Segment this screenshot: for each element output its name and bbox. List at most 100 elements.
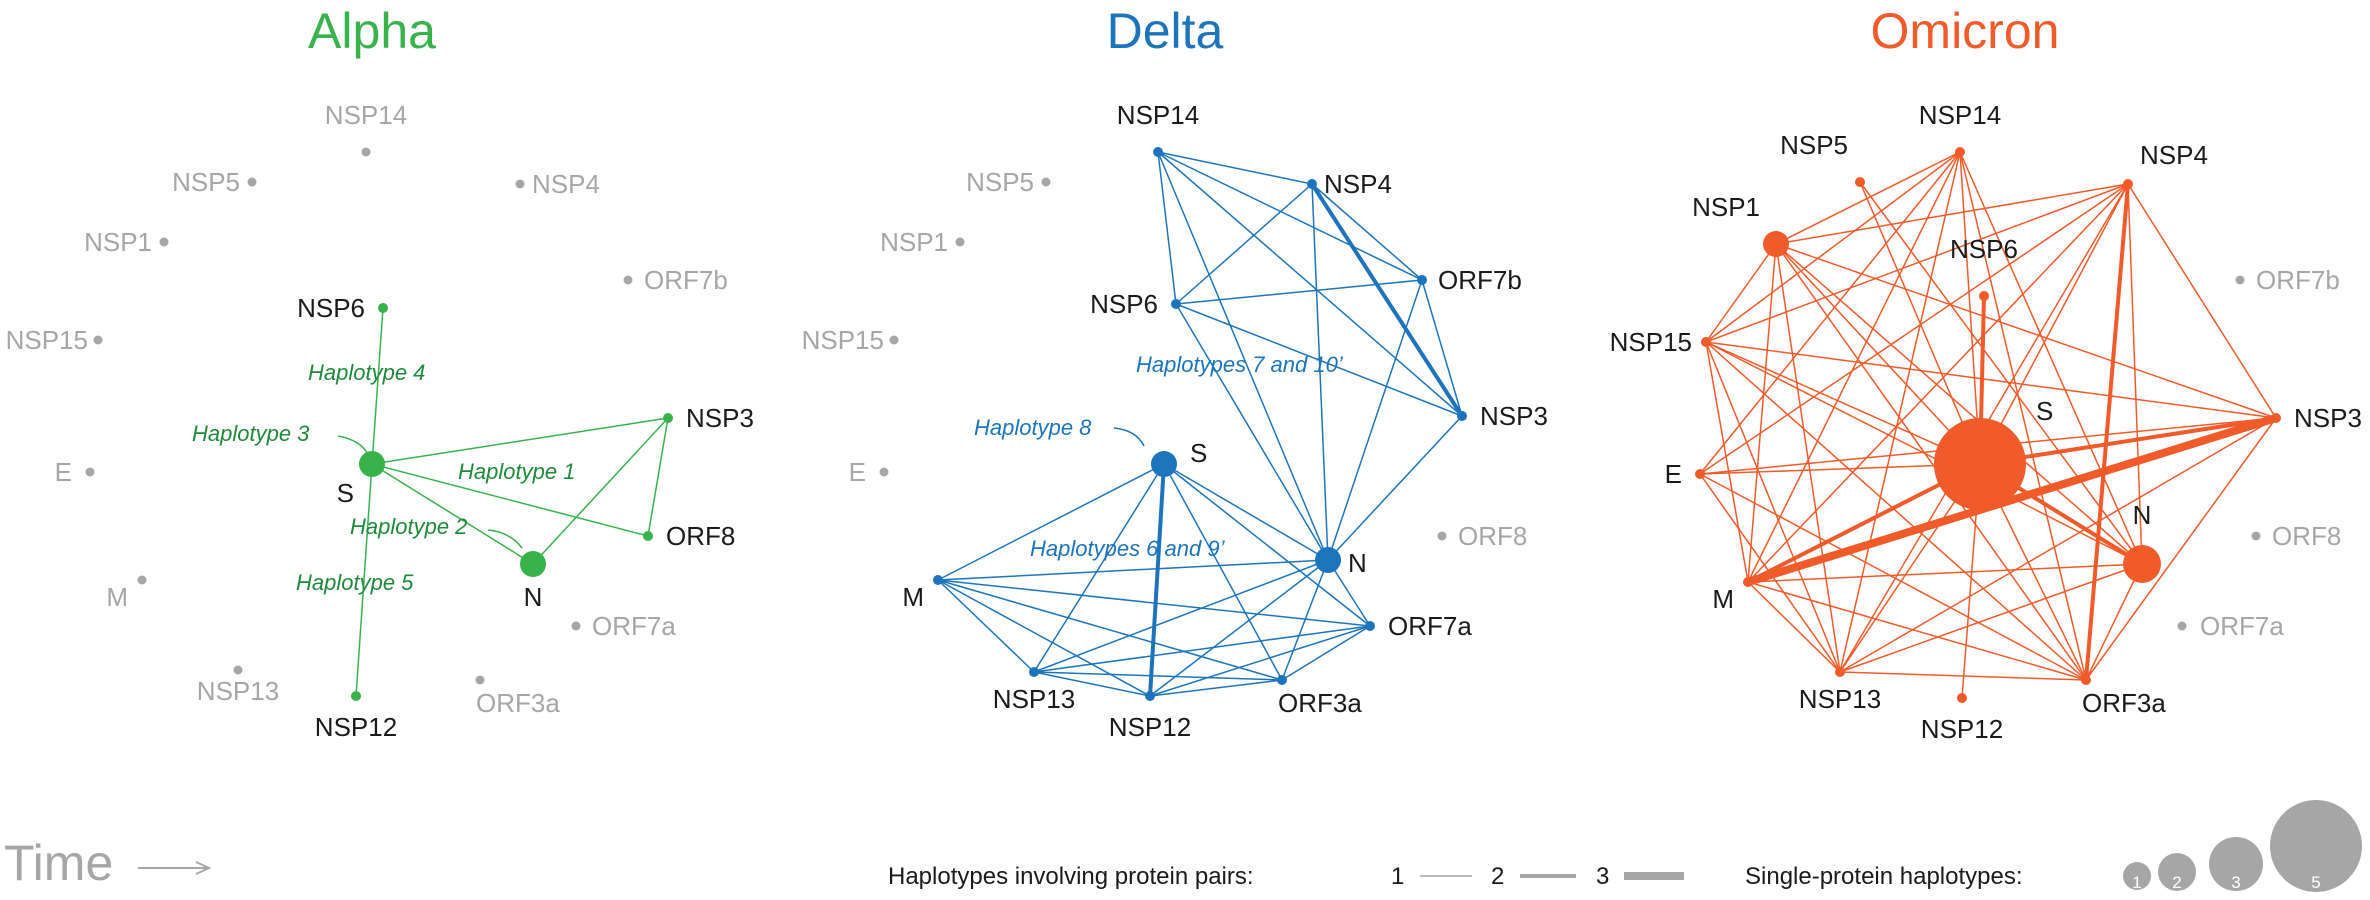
- node-label-NSP12: NSP12: [315, 712, 397, 742]
- node-label-ORF7a: ORF7a: [592, 611, 676, 641]
- edge-NSP4-NSP3: [2127, 183, 2277, 419]
- edge-M-NSP15: [1705, 341, 1749, 583]
- edge-M-ORF3a: [937, 579, 1283, 681]
- node-ORF7a: [571, 621, 581, 631]
- node-NSP4: [1307, 179, 1317, 189]
- haplotype-label: Haplotype 1: [458, 459, 575, 484]
- haplotype-annotations-alpha: Haplotype 4 Haplotype 3 Haplotype 1 Hapl…: [192, 360, 575, 595]
- edge-ORF7b-N: [1327, 279, 1423, 561]
- edge-NSP3-ORF3a: [2085, 417, 2277, 681]
- size-bubble: [2158, 853, 2196, 891]
- node-label-NSP3: NSP3: [1480, 401, 1548, 431]
- node-N: [520, 551, 546, 577]
- edge-NSP12-ORF3a: [1149, 679, 1283, 697]
- node-S: [1934, 418, 2026, 510]
- edge-S-M: [937, 463, 1165, 581]
- node-label-NSP14: NSP14: [1117, 100, 1199, 130]
- edge-NSP4-NSP1: [1775, 183, 2129, 245]
- edge-ORF7b-NSP6: [1175, 279, 1423, 305]
- time-label: Time: [4, 835, 113, 891]
- node-NSP13: [1835, 667, 1845, 677]
- node-label-ORF7b: ORF7b: [644, 265, 728, 295]
- node-label-ORF3a: ORF3a: [476, 688, 560, 718]
- edge-NSP4-NSP3: [1310, 182, 1464, 418]
- edge-NSP4-N: [2127, 183, 2143, 565]
- node-label-E: E: [1665, 459, 1682, 489]
- node-label-S: S: [337, 478, 354, 508]
- node-NSP12: [1145, 691, 1155, 701]
- size-bubble: [2123, 862, 2151, 890]
- edge-ORF7a-N: [1327, 559, 1371, 627]
- node-label-NSP1: NSP1: [84, 227, 152, 257]
- node-label-N: N: [524, 582, 543, 612]
- node-label-NSP13: NSP13: [197, 676, 279, 706]
- node-NSP12: [1957, 693, 1967, 703]
- node-label-ORF7b: ORF7b: [1438, 265, 1522, 295]
- edge-NSP15-NSP3: [1705, 341, 2277, 419]
- panel-title-delta: Delta: [1107, 3, 1224, 59]
- node-ORF3a: [475, 675, 485, 685]
- node-S: [1151, 451, 1177, 477]
- node-label-M: M: [106, 582, 128, 612]
- node-NSP1: [1763, 231, 1789, 257]
- node-E: [85, 467, 95, 477]
- node-label-NSP1: NSP1: [880, 227, 948, 257]
- edge-M-NSP3: [1744, 414, 2280, 586]
- pair-weight-label: 3: [1596, 863, 1609, 890]
- haplotype-label: Haplotype 8: [974, 415, 1092, 440]
- node-NSP14: [361, 147, 371, 157]
- edge-S-NSP15: [1705, 341, 1981, 465]
- node-NSP3: [1457, 411, 1467, 421]
- node-NSP6: [1979, 291, 1989, 301]
- node-NSP15: [889, 335, 899, 345]
- edge-M-NSP13: [1747, 581, 1841, 673]
- annotation-leader: [487, 529, 523, 549]
- panel-title-alpha: Alpha: [308, 3, 436, 59]
- edge-S-NSP12: [1148, 462, 1166, 698]
- edge-NSP14-NSP3: [1157, 151, 1463, 417]
- edge-NSP1-NSP3: [1775, 243, 2277, 419]
- node-label-S: S: [2036, 396, 2053, 426]
- node-NSP1: [955, 237, 965, 247]
- edge-M-NSP13: [937, 579, 1035, 673]
- node-label-ORF7b: ORF7b: [2256, 265, 2340, 295]
- node-label-NSP12: NSP12: [1109, 712, 1191, 742]
- edge-S-NSP14: [1959, 151, 1981, 465]
- node-ORF7b: [623, 275, 633, 285]
- edge-S-NSP3: [371, 417, 669, 465]
- node-label-NSP3: NSP3: [686, 403, 754, 433]
- node-label-NSP5: NSP5: [172, 167, 240, 197]
- edge-NSP4-NSP6: [1175, 183, 1313, 305]
- node-NSP4: [2123, 179, 2133, 189]
- edge-NSP15-NSP13: [1705, 341, 1841, 673]
- edge-M-NSP12: [937, 579, 1151, 697]
- node-ORF3a: [2081, 675, 2091, 685]
- edge-NSP14-E: [1699, 151, 1961, 475]
- haplotype-label: Haplotype 4: [308, 360, 425, 385]
- node-label-NSP6: NSP6: [1950, 234, 2018, 264]
- node-M: [137, 575, 147, 585]
- pair-weight-label: 1: [1391, 863, 1404, 890]
- edge-N-ORF3a: [2085, 563, 2143, 681]
- node-label-M: M: [902, 582, 924, 612]
- node-label-NSP6: NSP6: [1090, 289, 1158, 319]
- edge-NSP3-NSP13: [1839, 417, 2277, 673]
- edge-S-N: [371, 463, 534, 565]
- node-label-NSP15: NSP15: [802, 325, 884, 355]
- node-label-NSP3: NSP3: [2294, 403, 2362, 433]
- pair-weight-legend: Haplotypes involving protein pairs: 1 2 …: [888, 863, 1684, 890]
- annotation-leader: [1113, 427, 1145, 447]
- edge-NSP14-ORF7b: [1157, 151, 1423, 281]
- edge-M-ORF7a: [937, 579, 1371, 627]
- node-label-M: M: [1712, 584, 1734, 614]
- pair-legend-label: Haplotypes involving protein pairs:: [888, 863, 1254, 890]
- haplotype-annotations-delta: Haplotypes 7 and 10’ Haplotype 8 Haploty…: [974, 352, 1344, 561]
- node-NSP5: [247, 177, 257, 187]
- node-E: [879, 467, 889, 477]
- node-label-ORF8: ORF8: [666, 521, 735, 551]
- size-bubble: [2270, 800, 2362, 892]
- edge-NSP13-ORF3a: [1839, 671, 2087, 681]
